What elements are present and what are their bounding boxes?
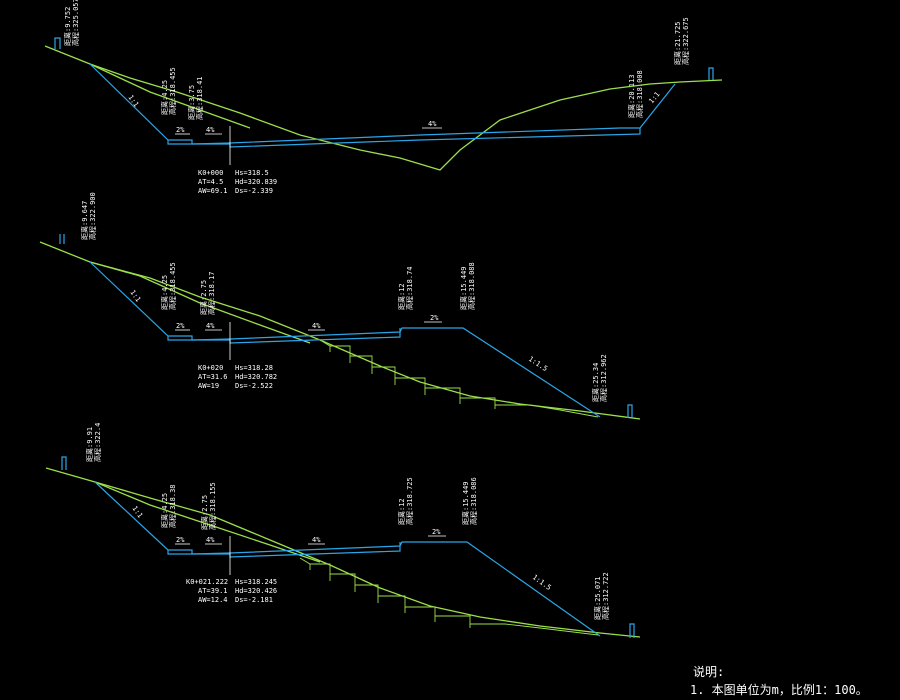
notes-title: 说明: [693,664,724,679]
s3-mid-right-elev: 高程:318.725 [405,477,414,525]
right-post-3 [629,623,635,638]
fill-steps-3 [299,557,599,636]
s1-left-top-dist: 距离:9.752 [63,7,72,46]
s3-info-hs: Hs=318.245 [235,578,277,586]
s2-info-hd: Hd=320.782 [235,373,277,381]
s2-info-aw: AW=19 [198,382,219,390]
section-2: 距离:9.647 高程:322.900 距离:4.25 高程:318.455 距… [39,192,641,420]
s1-info-hs: Hs=318.5 [235,169,269,177]
s2-right-slope: 1:1.5 [527,355,549,373]
s3-left-mid1-elev: 高程:318.38 [168,484,177,528]
left-post-2 [59,234,65,244]
s3-info-hd: Hd=320.426 [235,587,277,595]
s1-left-mid2-dist: 距离:3.75 [187,85,196,120]
s2-info-at: AT=31.6 [198,373,228,381]
s2-left-mid2-elev: 高程:318.17 [207,271,216,315]
s3-info-station: K0+021.222 [186,578,228,586]
s2-left-mid2-dist: 距离:2.75 [199,280,208,315]
fill-verticals-2 [329,346,496,409]
s3-left-mid2-dist: 距离:2.75 [200,495,209,530]
s1-berm-mid: 4% [206,126,215,134]
notes-block: 说明: 1. 本图单位为m，比例1：100。 [690,664,868,697]
ground-line-2b [89,261,311,344]
design-profile-1-base [167,128,641,148]
s2-left-mid1-dist: 距离:4.25 [160,275,169,310]
s1-right-mid-elev: 高程:318.008 [635,70,644,118]
s1-info-ds: Ds=-2.339 [235,187,273,195]
s2-center-grade: 4% [312,322,321,330]
s1-left-step: 1:1 [126,94,140,109]
right-post-1 [708,67,714,80]
s1-left-mid1-elev: 高程:318.455 [168,67,177,115]
section-3: 距离:9.91 高程:322.4 距离:4.25 高程:318.38 距离:2.… [45,423,641,638]
s2-right-berm: 2% [430,314,439,322]
left-post-3 [61,456,67,470]
fill-verticals-3 [309,564,471,628]
s3-left-top-dist: 距离:9.91 [85,427,94,462]
s1-center-grade: 4% [428,120,437,128]
s3-right-bottom-elev: 高程:312.722 [601,572,610,620]
s3-berm-mid: 4% [206,536,215,544]
s3-left-top-elev: 高程:322.4 [93,423,102,462]
s2-info-ds: Ds=-2.522 [235,382,273,390]
s2-right-top-elev: 高程:318.088 [467,262,476,310]
fill-steps-2 [319,339,599,418]
s2-left-top-elev: 高程:322.900 [88,192,97,240]
s2-info-hs: Hs=318.28 [235,364,273,372]
s3-info-at: AT=39.1 [198,587,228,595]
s2-mid-right-dist: 距离:12 [397,283,406,310]
s3-info-aw: AW=12.4 [198,596,228,604]
s1-info-aw: AW=69.1 [198,187,228,195]
s3-right-berm: 2% [432,528,441,536]
s1-left-top-elev: 高程:325.057 [71,0,80,46]
right-post-2 [627,404,633,418]
ground-line-1b [89,63,251,129]
s1-left-mid1-dist: 距离:4.25 [160,80,169,115]
section-1: 距离:9.752 高程:325.057 距离:4.25 高程:318.455 距… [44,0,723,195]
s2-left-step: 1:1 [128,289,142,304]
s1-info-hd: Hd=320.839 [235,178,277,186]
s2-right-bottom-dist: 距离:25.34 [591,363,600,402]
s1-berm-left: 2% [176,126,185,134]
s2-info-station: K0+020 [198,364,223,372]
s1-right-top-elev: 高程:322.675 [681,17,690,65]
s2-right-bottom-elev: 高程:312.962 [599,354,608,402]
ground-line-1 [44,45,723,171]
notes-item-1: 1. 本图单位为m，比例1：100。 [690,682,868,697]
s3-mid-right-dist: 距离:12 [397,498,406,525]
s1-info-at: AT=4.5 [198,178,223,186]
s2-mid-right-elev: 高程:318.74 [405,266,414,310]
s2-right-top-dist: 距离:15.449 [459,266,468,310]
s3-left-mid1-dist: 距离:4.25 [160,493,169,528]
ground-line-2 [39,241,641,420]
s2-berm-left: 2% [176,322,185,330]
s1-info-station: K0+000 [198,169,223,177]
s2-left-mid1-elev: 高程:318.455 [168,262,177,310]
s3-info-ds: Ds=-2.181 [235,596,273,604]
s1-right-top-dist: 距离:21.725 [673,21,682,65]
s3-left-mid2-elev: 高程:318.155 [208,482,217,530]
s3-right-top-dist: 距离:15.449 [461,481,470,525]
s3-center-grade: 4% [312,536,321,544]
s2-berm-mid: 4% [206,322,215,330]
s3-right-top-elev: 高程:318.086 [469,477,478,525]
s1-right-mid-dist: 距离:20.113 [627,74,636,118]
s1-left-mid2-elev: 高程:318.41 [195,76,204,120]
s3-right-bottom-dist: 距离:25.071 [593,576,602,620]
left-post-1 [54,37,61,49]
design-profile-2-base [167,328,401,344]
s3-berm-left: 2% [176,536,185,544]
s2-left-top-dist: 距离:9.647 [80,201,89,240]
